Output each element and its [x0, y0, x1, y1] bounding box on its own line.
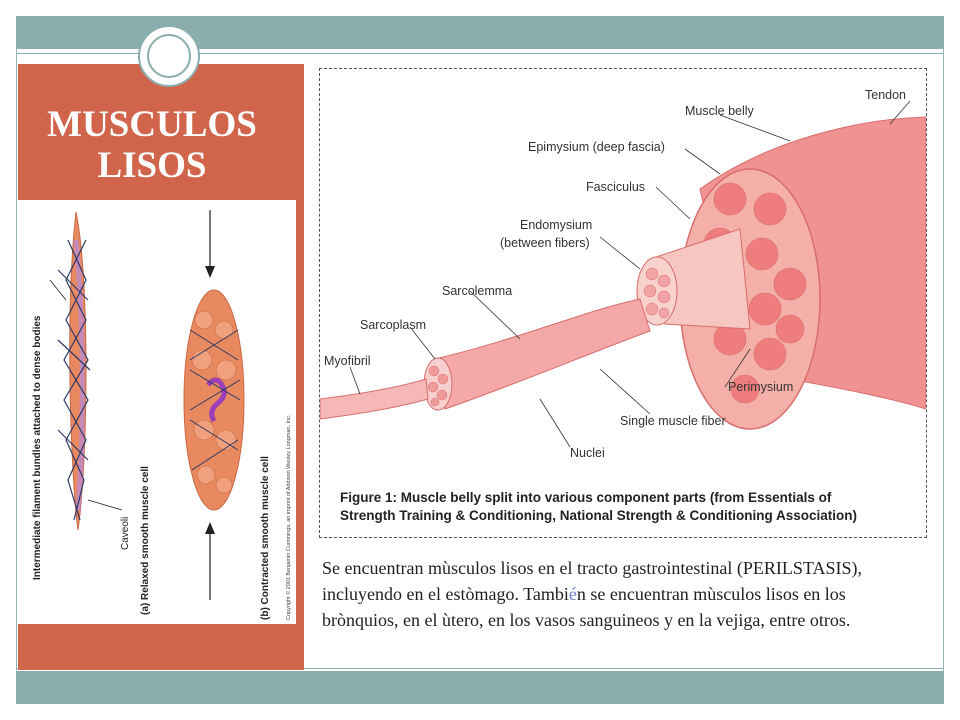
figure-caption-line-2: Strength Training & Conditioning, Nation… [340, 508, 857, 523]
emblem-inner-ring [147, 34, 191, 78]
label-muscle-belly: Muscle belly [685, 104, 755, 118]
figure-caption: Figure 1: Muscle belly split into variou… [340, 489, 926, 525]
muscle-belly-figure: Tendon Muscle belly Epimysium (deep fasc… [319, 68, 927, 538]
label-filament-bundles: Intermediate filament bundles attached t… [32, 315, 43, 580]
body-paragraph: Se encuentran mùsculos lisos en el tract… [322, 555, 922, 633]
label-tendon: Tendon [865, 88, 906, 102]
title-line-1: MUSCULOS [47, 104, 257, 145]
label-endomysium: Endomysium [520, 218, 592, 232]
body-text-highlight: é [568, 584, 577, 604]
label-perimysium: Perimysium [728, 380, 793, 394]
bottom-rule [16, 668, 944, 669]
label-sarcolemma: Sarcolemma [442, 284, 512, 298]
body-text-part-2: n se encuentran mùsculos lisos en los br… [322, 584, 851, 630]
label-endomysium-detail: (between fibers) [500, 236, 590, 250]
label-single-fiber: Single muscle fiber [620, 414, 726, 428]
label-myofibril: Myofibril [324, 354, 371, 368]
label-relaxed-cell: (a) Relaxed smooth muscle cell [140, 466, 151, 615]
emblem-circle-icon [138, 25, 200, 87]
smooth-muscle-cell-figure: Intermediate filament bundles attached t… [18, 200, 296, 624]
label-nuclei: Nuclei [570, 446, 605, 460]
body-text-part-1: Se encuentran mùsculos lisos en el tract… [322, 558, 862, 604]
label-epimysium: Epimysium (deep fascia) [528, 140, 665, 154]
label-contracted-cell: (b) Contracted smooth muscle cell [260, 456, 271, 620]
smooth-muscle-illustration: Intermediate filament bundles attached t… [32, 210, 292, 620]
label-caveoli: Caveoli [120, 517, 131, 550]
label-sarcoplasm: Sarcoplasm [360, 318, 426, 332]
label-copyright: Copyright © 2001 Benjamin Cummings, an i… [285, 414, 292, 620]
slide-title: MUSCULOS LISOS [18, 104, 286, 186]
label-fasciculus: Fasciculus [586, 180, 645, 194]
figure-caption-line-1: Figure 1: Muscle belly split into variou… [340, 490, 832, 505]
title-line-2: LISOS [97, 145, 207, 186]
muscle-belly-illustration: Tendon Muscle belly Epimysium (deep fasc… [320, 88, 926, 460]
bottom-band [16, 671, 944, 704]
top-rule [16, 53, 944, 54]
